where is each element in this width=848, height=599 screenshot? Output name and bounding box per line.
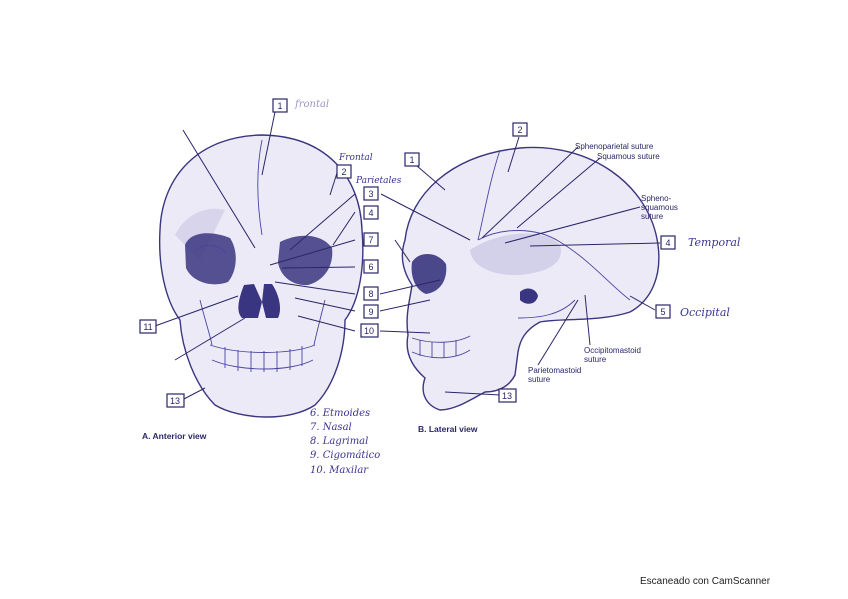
handwritten-list-item: 10. Maxilar <box>310 465 369 476</box>
sphenosquamous-suture-label-2: squamous <box>641 203 678 212</box>
label-box: 10 <box>364 326 374 336</box>
label-box: 13 <box>502 391 512 401</box>
label-box: 4 <box>368 208 373 218</box>
handwritten-list-item: 6. Etmoides <box>310 408 370 419</box>
anterior-view-caption: A. Anterior view <box>142 431 207 441</box>
label-box: 13 <box>170 396 180 406</box>
handwritten-frontal-side: Frontal <box>338 153 373 163</box>
sphenoparietal-suture-label: Sphenoparietal suture <box>575 142 654 151</box>
label-box: 7 <box>368 235 373 245</box>
label-box: 3 <box>368 189 373 199</box>
camscanner-footer: Escaneado con CamScanner <box>640 576 770 587</box>
occipitomastoid-suture-label-1: Occipitomastoid <box>584 346 641 355</box>
occipitomastoid-suture-label-2: suture <box>584 355 607 364</box>
label-box: 4 <box>665 238 670 248</box>
label-box: 1 <box>409 155 414 165</box>
lateral-view-caption: B. Lateral view <box>418 424 478 434</box>
parietomastoid-suture-label-1: Parietomastoid <box>528 366 581 375</box>
label-box: 9 <box>368 307 373 317</box>
handwritten-list-item: 7. Nasal <box>310 422 352 433</box>
squamous-suture-label: Squamous suture <box>597 152 660 161</box>
label-box: 2 <box>341 167 346 177</box>
label-box: 1 <box>277 101 282 111</box>
handwritten-parietales: Parietales <box>355 176 402 186</box>
label-box: 6 <box>368 262 373 272</box>
handwritten-temporal: Temporal <box>688 236 741 249</box>
label-box: 11 <box>143 322 152 332</box>
sphenosquamous-suture-label-1: Spheno- <box>641 194 672 203</box>
sphenosquamous-suture-label-3: suture <box>641 212 664 221</box>
handwritten-frontal-top: frontal <box>294 99 329 110</box>
handwritten-list-item: 8. Lagrimal <box>310 436 368 447</box>
label-box: 5 <box>660 307 665 317</box>
handwritten-list-item: 9. Cigomático <box>310 450 380 461</box>
anterior-skull-illustration <box>160 135 363 417</box>
handwritten-occipital: Occipital <box>680 306 730 319</box>
parietomastoid-suture-label-2: suture <box>528 375 551 384</box>
label-box: 8 <box>368 289 373 299</box>
label-box: 2 <box>517 125 522 135</box>
